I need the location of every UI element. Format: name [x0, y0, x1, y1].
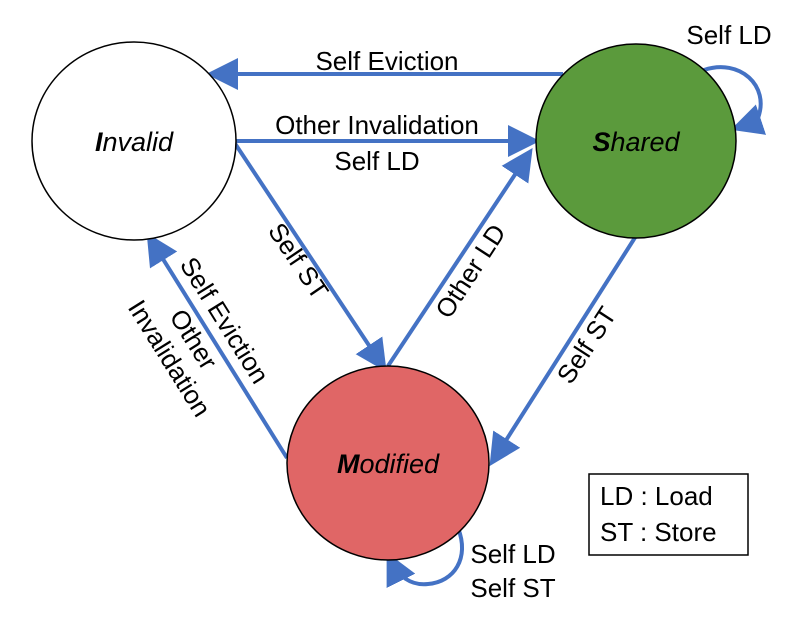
transition-arrows: [146, 58, 767, 589]
state-invalid: Invalid: [31, 41, 237, 241]
state-modified: Modified: [286, 365, 490, 561]
arrow-invalid-to-modified: [232, 140, 387, 372]
arrow-shared-self-loop: [703, 65, 767, 135]
arrow-modified-to-shared: [386, 148, 533, 368]
arrow-modified-to-invalid: [146, 232, 289, 460]
legend: LD : Load ST : Store: [588, 473, 749, 556]
arrow-shared-to-modified: [489, 234, 638, 467]
legend-line-st: ST : Store: [600, 517, 717, 547]
state-modified-circle: [286, 365, 490, 561]
state-shared: Shared: [535, 43, 737, 239]
label-modified-self-line1: Self LD: [470, 539, 555, 569]
state-shared-label: Shared: [592, 127, 680, 157]
label-shared-self: Self LD: [686, 20, 771, 50]
state-modified-label: Modified: [337, 449, 440, 479]
label-invalid-to-modified: Self ST: [262, 217, 335, 305]
state-invalid-circle: [31, 41, 237, 241]
label-invalid-to-shared-line2: Self LD: [334, 146, 419, 176]
label-modified-to-shared: Other LD: [429, 219, 512, 324]
arrow-modified-self-loop: [386, 527, 464, 589]
label-invalid-to-shared-line1: Other Invalidation: [275, 110, 479, 140]
state-shared-circle: [535, 43, 737, 239]
legend-box: [588, 473, 749, 556]
legend-line-ld: LD : Load: [600, 481, 713, 511]
state-invalid-label: Invalid: [95, 127, 174, 157]
label-shared-to-invalid: Self Eviction: [315, 46, 458, 76]
label-modified-self-line2: Self ST: [470, 573, 555, 603]
